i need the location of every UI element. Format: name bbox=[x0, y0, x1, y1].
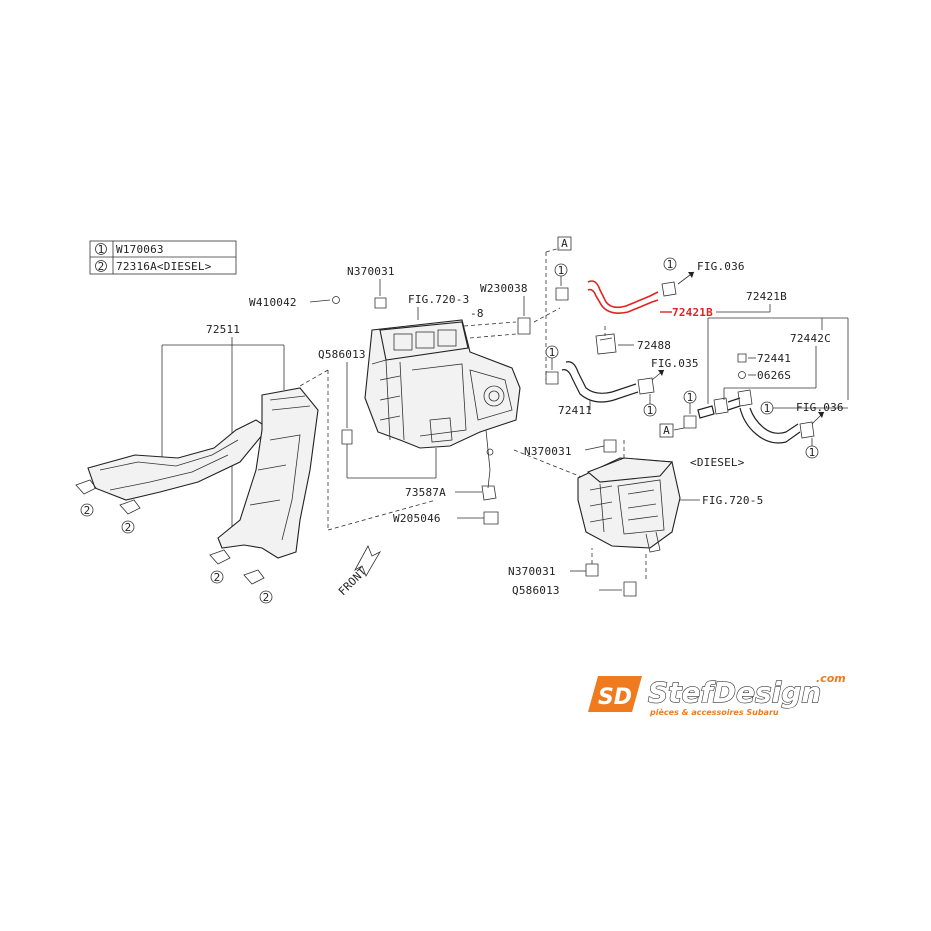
svg-text:1: 1 bbox=[667, 258, 674, 271]
logo-tagline: pièces & accessoires Subaru bbox=[649, 707, 779, 717]
label-diesel: <DIESEL> bbox=[690, 456, 745, 469]
label-w410042: W410042 bbox=[249, 296, 297, 309]
logo-mark: SD bbox=[598, 685, 632, 710]
duct-72511: 72511 2 2 2 bbox=[75, 323, 437, 604]
heater-unit: N370031 W410042 FIG.720-3 -8 Q586013 bbox=[249, 265, 521, 525]
label-72421b: 72421B bbox=[746, 290, 787, 303]
diesel-hose-group: 72421B 72442C 72441 0626S A 1 1 bbox=[659, 290, 849, 469]
front-label: FRONT bbox=[336, 565, 369, 598]
label-fig036-right: FIG.036 bbox=[796, 401, 844, 414]
label-q586013-top: Q586013 bbox=[318, 348, 366, 361]
clip-2-c: 2 bbox=[209, 549, 231, 584]
legend-num-2: 2 bbox=[98, 260, 105, 273]
label-fig720-3-sub: -8 bbox=[470, 307, 484, 320]
clip-2-a: 2 bbox=[75, 479, 97, 517]
svg-text:2: 2 bbox=[125, 521, 132, 534]
svg-text:2: 2 bbox=[263, 591, 270, 604]
svg-text:1: 1 bbox=[558, 264, 565, 277]
label-w205046: W205046 bbox=[393, 512, 441, 525]
legend-num-1: 1 bbox=[98, 243, 105, 256]
hose-72421b: 1 1 FIG.036 72421B bbox=[554, 257, 770, 319]
hose-72411: 1 72411 FIG.035 1 bbox=[545, 345, 699, 417]
label-n370031-mid: N370031 bbox=[524, 445, 572, 458]
clip-2-d: 2 bbox=[243, 569, 273, 604]
svg-text:2: 2 bbox=[84, 504, 91, 517]
svg-text:1: 1 bbox=[764, 402, 771, 415]
front-arrow: FRONT bbox=[336, 545, 382, 598]
svg-text:1: 1 bbox=[687, 391, 694, 404]
label-73587a: 73587A bbox=[405, 486, 446, 499]
bracket-w230038: W230038 A bbox=[463, 236, 572, 380]
label-0626s: 0626S bbox=[757, 369, 791, 382]
legend-code-2: 72316A<DIESEL> bbox=[116, 260, 212, 273]
label-72441: 72441 bbox=[757, 352, 791, 365]
label-w230038: W230038 bbox=[480, 282, 528, 295]
legend-code-1: W170063 bbox=[116, 243, 164, 256]
label-72488: 72488 bbox=[637, 339, 671, 352]
ref-a-top: A bbox=[561, 237, 568, 250]
svg-text:2: 2 bbox=[214, 571, 221, 584]
label-n370031-top: N370031 bbox=[347, 265, 395, 278]
logo-tld: .com bbox=[816, 672, 846, 685]
label-72411: 72411 bbox=[558, 404, 592, 417]
legend-table: 1 W170063 2 72316A<DIESEL> bbox=[89, 240, 237, 275]
label-72442c: 72442C bbox=[790, 332, 831, 345]
clamp-72488: 72488 bbox=[595, 326, 671, 355]
label-72511: 72511 bbox=[206, 323, 240, 336]
svg-text:1: 1 bbox=[647, 404, 654, 417]
logo-name: StefDesign bbox=[648, 676, 821, 709]
label-fig720-3: FIG.720-3 bbox=[408, 293, 469, 306]
svg-text:1: 1 bbox=[549, 346, 556, 359]
label-fig036-top: FIG.036 bbox=[697, 260, 745, 273]
label-72421b-highlight: 72421B bbox=[672, 306, 713, 319]
label-q586013-bot: Q586013 bbox=[512, 584, 560, 597]
svg-text:1: 1 bbox=[809, 446, 816, 459]
clip-2-b: 2 bbox=[119, 499, 141, 534]
brand-logo: SD StefDesign .com pièces & accessoires … bbox=[588, 672, 846, 717]
label-fig720-5: FIG.720-5 bbox=[702, 494, 763, 507]
blower-unit: N370031 FIG.720-5 N370031 Q586013 bbox=[508, 439, 763, 597]
label-n370031-bot: N370031 bbox=[508, 565, 556, 578]
label-fig035: FIG.035 bbox=[651, 357, 699, 370]
logo-mark-badge bbox=[588, 676, 642, 712]
ref-a-mid: A bbox=[663, 424, 670, 437]
